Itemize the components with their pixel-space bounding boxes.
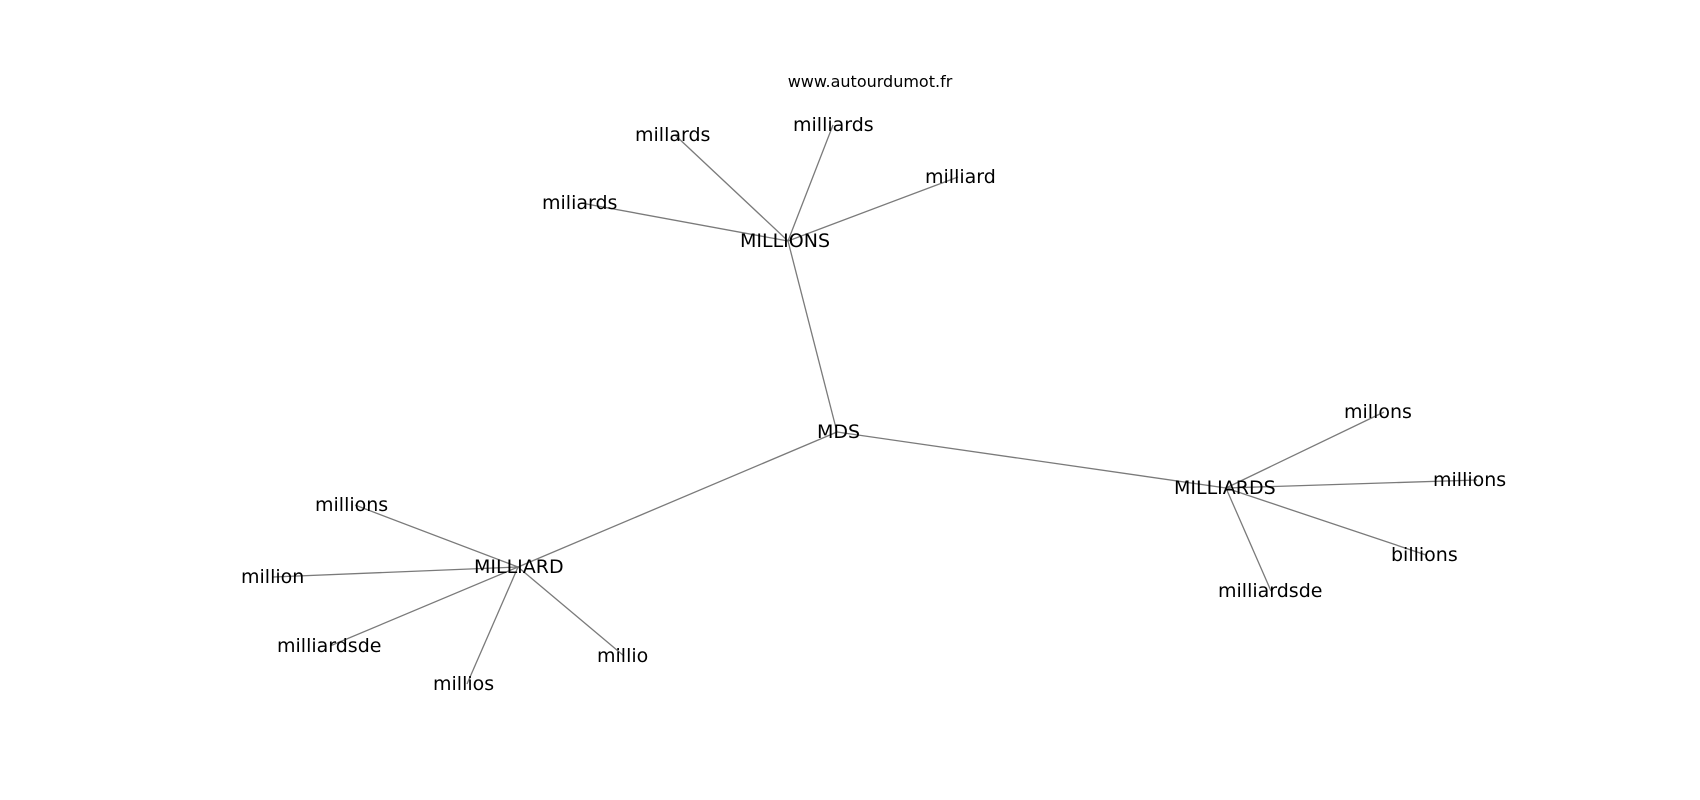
edge-milliards_hub-milliardsde_a (1225, 487, 1272, 592)
node-label-millions_a: millions (1433, 469, 1506, 491)
node-label-millio: millio (597, 645, 648, 667)
edge-mds-millions_hub (787, 240, 838, 433)
edge-milliard_hub-millios (466, 566, 519, 685)
node-label-milliard_hub: MILLIARD (474, 556, 564, 578)
node-label-millards: millards (635, 124, 710, 146)
edge-millions_hub-miliards (580, 202, 789, 242)
node-label-millions_hub: MILLIONS (740, 230, 830, 252)
edge-milliards_hub-millions_a (1225, 479, 1478, 489)
edge-milliards_hub-millons (1225, 411, 1385, 489)
node-layer: MDS MILLIONS MILLIARDS MILLIARD millards mill… (241, 114, 1506, 695)
watermark-text: www.autourdumot.fr (787, 72, 953, 91)
edge-milliard_hub-million (272, 566, 519, 578)
node-label-millons: millons (1344, 401, 1412, 423)
node-label-milliards_a: milliards (793, 114, 874, 136)
node-label-milliardsde_b: milliardsde (277, 635, 381, 657)
node-label-millions_b: millions (315, 494, 388, 516)
node-label-milliardsde_a: milliardsde (1218, 580, 1322, 602)
edge-millions_hub-milliard_a (787, 176, 959, 242)
node-label-milliard_a: milliard (925, 166, 996, 188)
edge-layer (272, 124, 1478, 685)
edge-mds-milliard_hub (517, 431, 838, 568)
node-label-milliards_hub: MILLIARDS (1174, 477, 1276, 499)
edge-millions_hub-milliards_a (787, 124, 834, 242)
node-label-million: million (241, 566, 304, 588)
edge-milliard_hub-millio (517, 566, 625, 657)
edge-milliards_hub-billions (1225, 487, 1427, 556)
node-label-millios: millios (433, 673, 494, 695)
edge-milliard_hub-milliardsde_b (329, 566, 519, 647)
edge-millions_hub-millards (674, 134, 789, 242)
node-label-miliards: miliards (542, 192, 617, 214)
edge-mds-milliards_hub (836, 431, 1227, 489)
node-label-billions: billions (1391, 544, 1458, 566)
edge-milliard_hub-millions_b (354, 504, 519, 568)
node-label-mds: MDS (817, 421, 860, 443)
